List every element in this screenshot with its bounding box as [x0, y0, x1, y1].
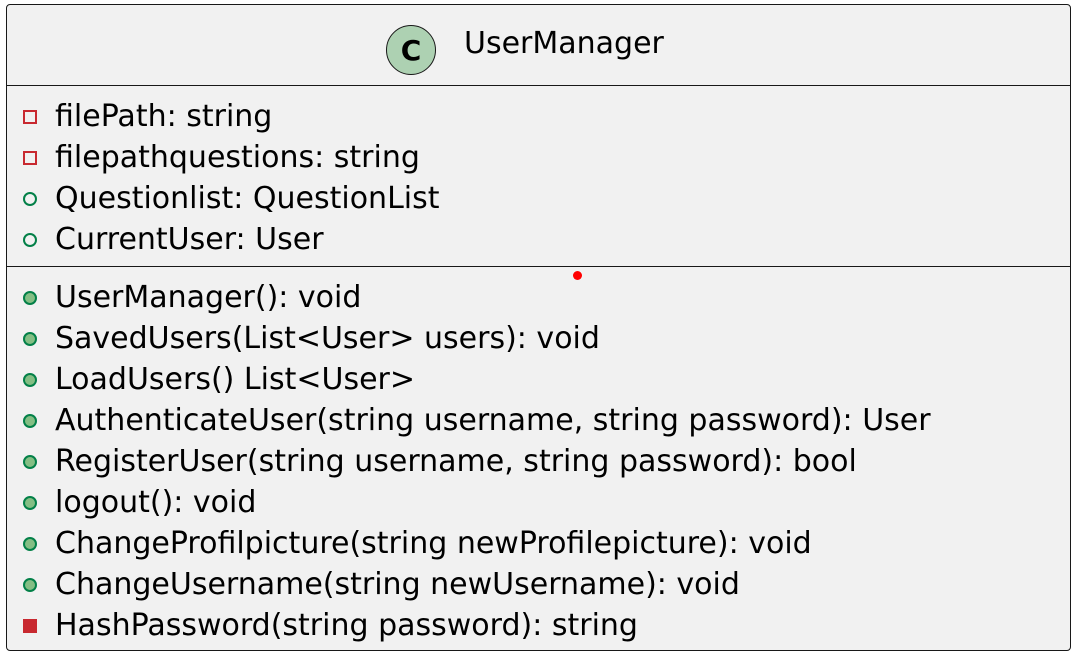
public-field-icon: [23, 232, 37, 247]
field-row: Questionlist: QuestionList: [23, 178, 1070, 219]
method-text: logout(): void: [55, 485, 257, 520]
public-method-icon: [23, 290, 37, 305]
public-method-icon: [23, 495, 37, 510]
method-text: LoadUsers() List<User>: [55, 362, 416, 397]
class-header: C UserManager: [7, 5, 1070, 86]
class-box-usermanager[interactable]: C UserManager filePath: string filepathq…: [6, 4, 1071, 651]
class-stereotype-icon: C: [386, 25, 436, 75]
method-row: ChangeUsername(string newUsername): void: [23, 564, 1070, 605]
method-text: ChangeProfilpicture(string newProfilepic…: [55, 526, 812, 561]
private-field-icon: [23, 150, 37, 165]
field-row: filePath: string: [23, 96, 1070, 137]
cursor-marker-dot: [573, 271, 582, 280]
method-row: LoadUsers() List<User>: [23, 359, 1070, 400]
method-text: AuthenticateUser(string username, string…: [55, 403, 931, 438]
field-row: filepathquestions: string: [23, 137, 1070, 178]
field-row: CurrentUser: User: [23, 219, 1070, 260]
public-method-icon: [23, 454, 37, 469]
method-row: AuthenticateUser(string username, string…: [23, 400, 1070, 441]
field-text: CurrentUser: User: [55, 222, 324, 257]
method-row: HashPassword(string password): string: [23, 605, 1070, 646]
method-row: RegisterUser(string username, string pas…: [23, 441, 1070, 482]
private-field-icon: [23, 109, 37, 124]
public-method-icon: [23, 413, 37, 428]
method-row: logout(): void: [23, 482, 1070, 523]
public-method-icon: [23, 536, 37, 551]
public-field-icon: [23, 191, 37, 206]
field-text: filepathquestions: string: [55, 140, 420, 175]
methods-compartment: UserManager(): void SavedUsers(List<User…: [7, 267, 1070, 646]
method-text: UserManager(): void: [55, 280, 362, 315]
field-text: filePath: string: [55, 99, 273, 134]
method-text: RegisterUser(string username, string pas…: [55, 444, 857, 479]
method-text: HashPassword(string password): string: [55, 608, 638, 643]
class-stereotype-letter: C: [400, 33, 422, 67]
method-text: SavedUsers(List<User> users): void: [55, 321, 600, 356]
field-text: Questionlist: QuestionList: [55, 181, 440, 216]
fields-compartment: filePath: string filepathquestions: stri…: [7, 86, 1070, 267]
public-method-icon: [23, 331, 37, 346]
method-row: ChangeProfilpicture(string newProfilepic…: [23, 523, 1070, 564]
method-row: UserManager(): void: [23, 277, 1070, 318]
method-row: SavedUsers(List<User> users): void: [23, 318, 1070, 359]
public-method-icon: [23, 372, 37, 387]
public-method-icon: [23, 577, 37, 592]
method-text: ChangeUsername(string newUsername): void: [55, 567, 740, 602]
class-name: UserManager: [464, 26, 664, 61]
private-method-icon: [23, 618, 37, 633]
